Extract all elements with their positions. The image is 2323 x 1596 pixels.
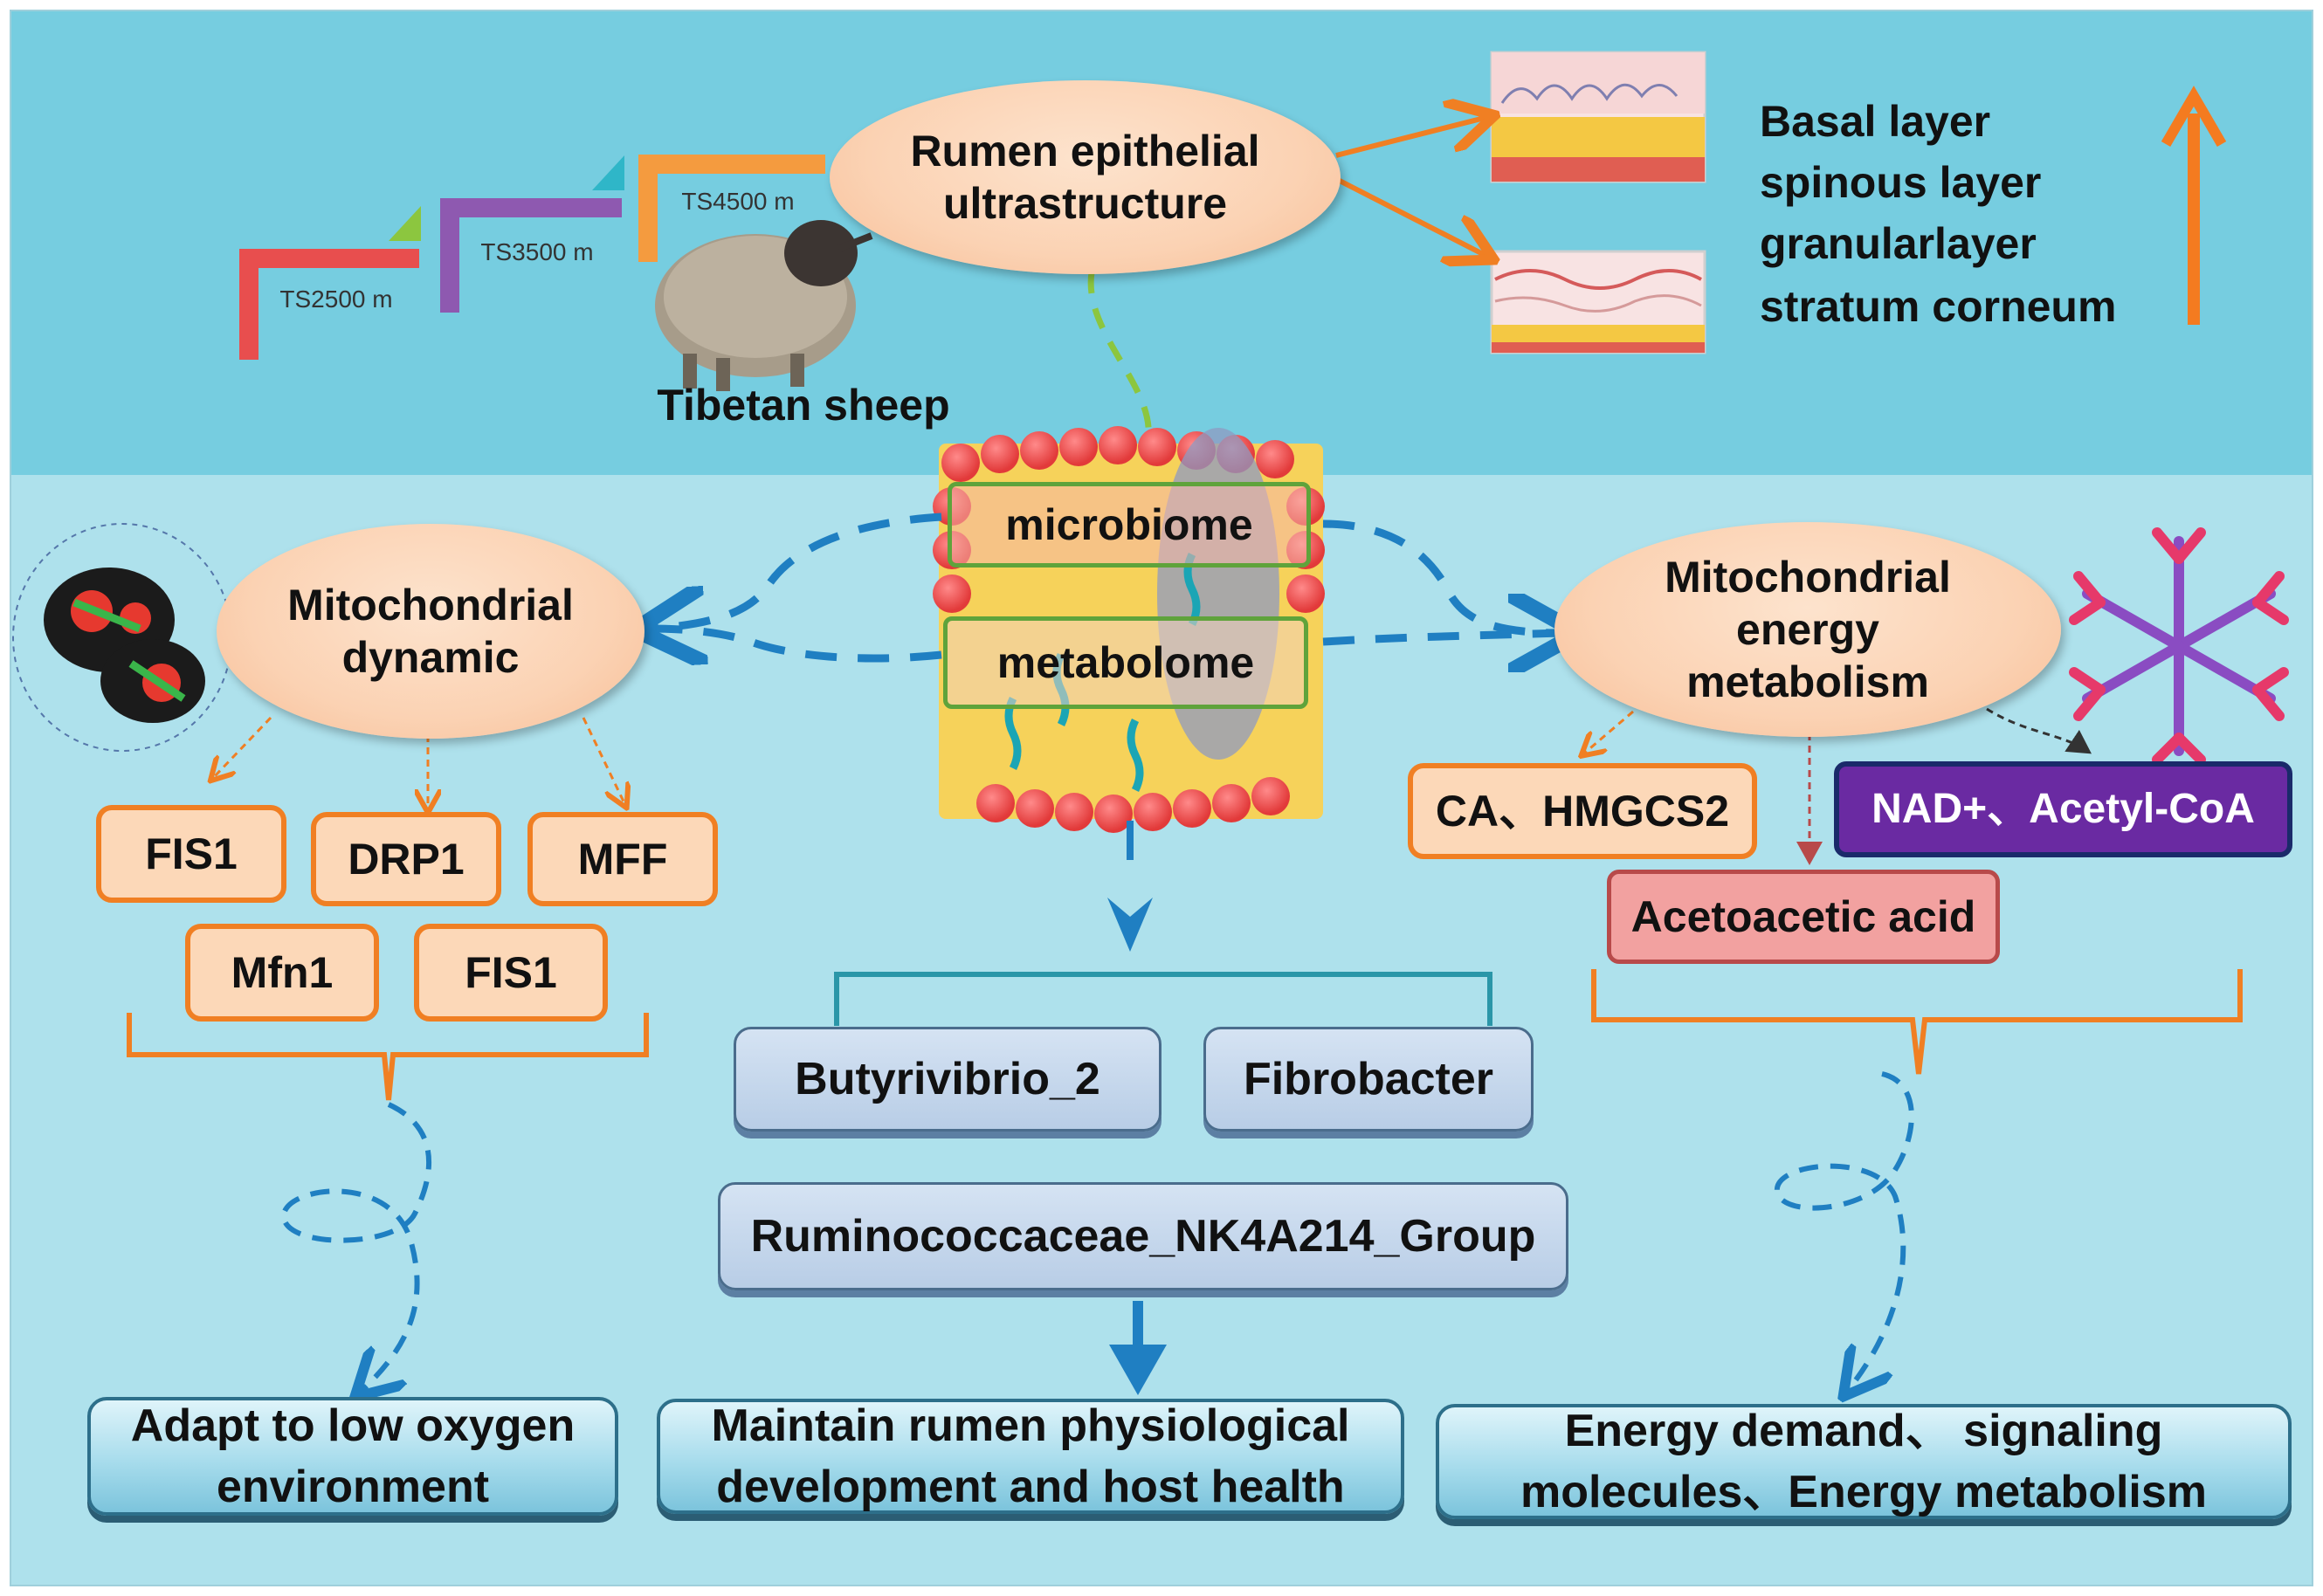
outcome-low-oxygen: Adapt to low oxygen environment <box>87 1397 618 1516</box>
layer-granular: granularlayer <box>1760 219 2037 268</box>
microbiome-box: microbiome <box>948 482 1311 568</box>
gene-fis1: FIS1 <box>96 805 286 903</box>
mitochondrial-dynamic-ellipse: Mitochondrial dynamic <box>217 524 645 739</box>
gene-fis1-second: FIS1 <box>414 924 608 1022</box>
altitude-label-4500: TS4500 m <box>681 188 795 216</box>
metabolome-box: metabolome <box>943 616 1308 709</box>
gene-mff: MFF <box>527 812 718 906</box>
sheep-label: Tibetan sheep <box>657 381 950 430</box>
outcome-energy: Energy demand、 signaling molecules、Energ… <box>1436 1404 2292 1519</box>
item-nad-acetylcoa: NAD+、Acetyl-CoA <box>1834 761 2292 857</box>
taxon-fibrobacter: Fibrobacter <box>1203 1027 1534 1132</box>
altitude-steps <box>239 155 825 360</box>
mitochondrial-energy-ellipse: Mitochondrial energy metabolism <box>1554 522 2061 737</box>
layer-stratum-corneum: stratum corneum <box>1760 282 2117 331</box>
gene-drp1: DRP1 <box>311 812 501 906</box>
item-ca-hmgcs2: CA、HMGCS2 <box>1408 763 1757 859</box>
sheep-illustration <box>655 220 873 391</box>
mitochondria-cell-illustration <box>12 523 232 752</box>
outcome-rumen-health: Maintain rumen physiological development… <box>657 1399 1404 1514</box>
rumen-layer-image-1 <box>1490 51 1706 183</box>
altitude-label-2500: TS2500 m <box>279 285 393 313</box>
taxon-ruminococcaceae: Ruminococcaceae_NK4A214_Group <box>718 1182 1568 1290</box>
rumen-layer-image-2 <box>1490 250 1706 354</box>
rumen-ultrastructure-ellipse: Rumen epithelial ultrastructure <box>830 80 1341 274</box>
altitude-label-3500: TS3500 m <box>480 238 594 266</box>
gene-mfn1: Mfn1 <box>185 924 379 1022</box>
taxon-butyrivibrio: Butyrivibrio_2 <box>734 1027 1162 1132</box>
layer-basal: Basal layer <box>1760 97 1991 146</box>
item-acetoacetic-acid: Acetoacetic acid <box>1607 870 2000 964</box>
layer-spinous: spinous layer <box>1760 158 2042 207</box>
